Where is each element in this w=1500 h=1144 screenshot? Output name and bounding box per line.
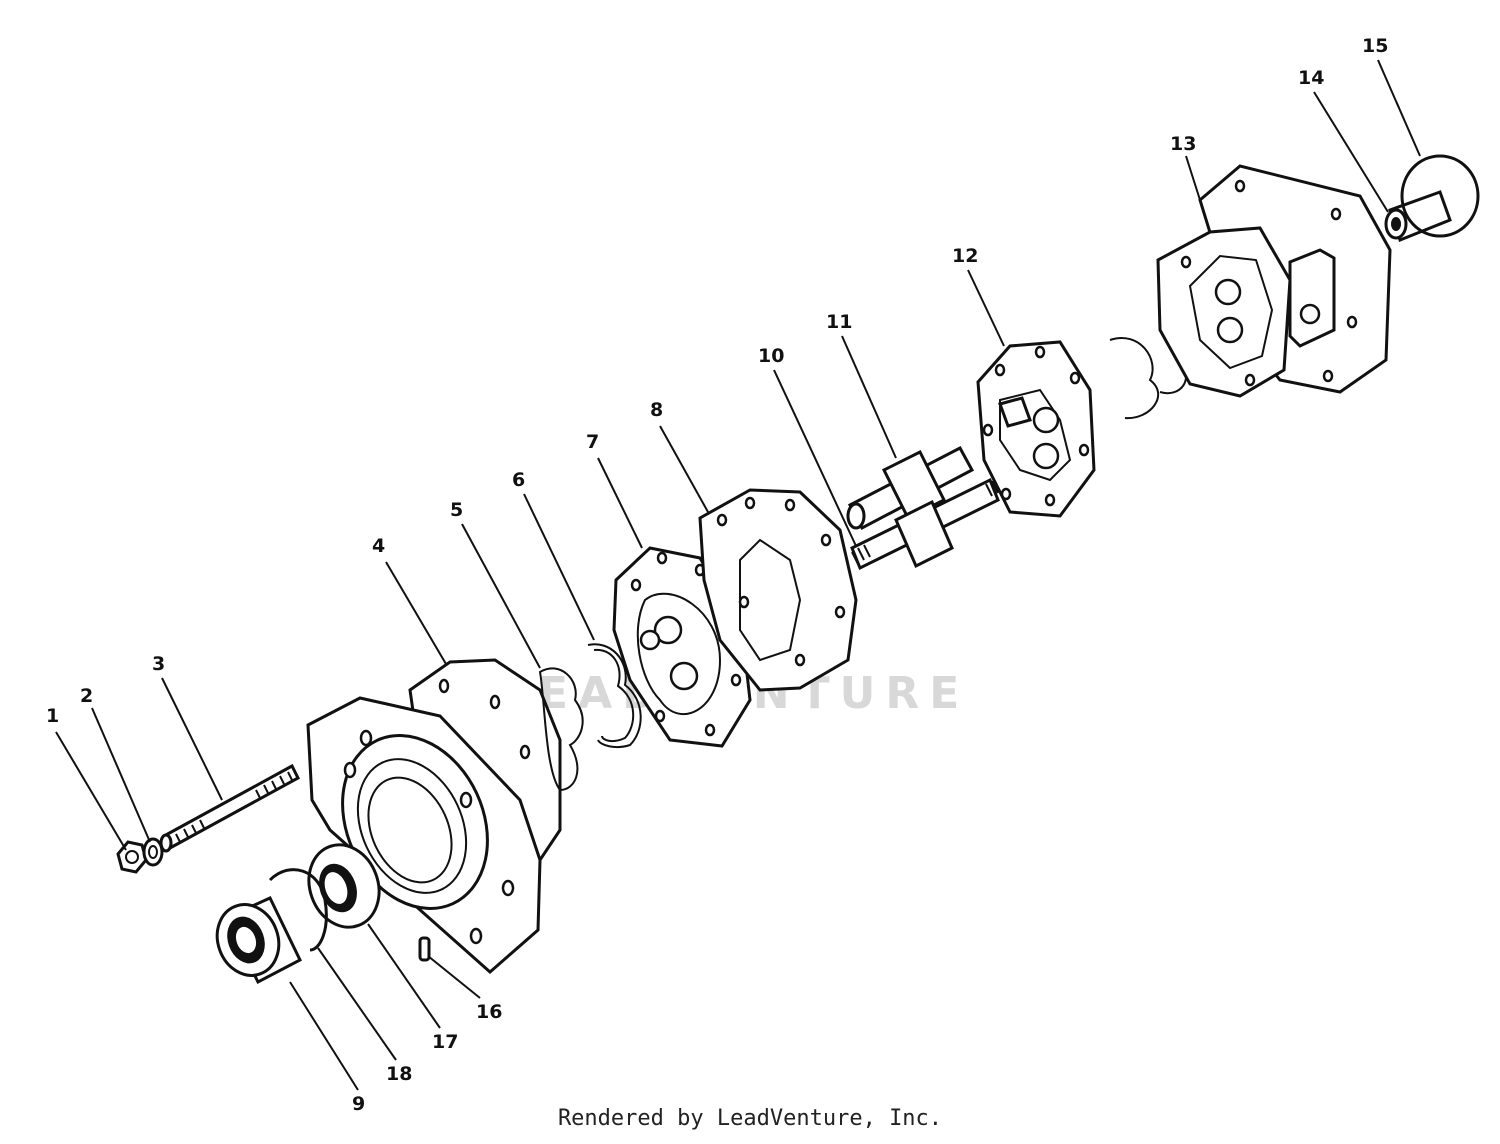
footer-credit: Rendered by LeadVenture, Inc.: [557, 1106, 943, 1131]
callout-12[interactable]: 12: [952, 245, 978, 267]
callout-10[interactable]: 10: [758, 345, 784, 367]
callout-14[interactable]: 14: [1298, 67, 1324, 89]
callout-17[interactable]: 17: [432, 1031, 458, 1053]
part-2-washer[interactable]: [142, 837, 164, 867]
part-16-dowel-pin[interactable]: [418, 936, 431, 962]
callout-18[interactable]: 18: [386, 1063, 412, 1085]
callout-8[interactable]: 8: [650, 399, 663, 421]
part-11-idler-gear-shaft[interactable]: [846, 445, 975, 569]
part-15-o-ring[interactable]: [1400, 154, 1480, 238]
part-1-nut[interactable]: [116, 840, 148, 874]
callout-13[interactable]: 13: [1170, 133, 1196, 155]
part-14-bushing[interactable]: [1384, 190, 1452, 242]
callout-9[interactable]: 9: [352, 1093, 365, 1115]
part-18-retaining-ring[interactable]: [268, 868, 328, 952]
leader-lines: [55, 59, 1421, 1091]
callout-15[interactable]: 15: [1362, 35, 1388, 57]
part-8-gear-body[interactable]: [698, 488, 858, 692]
callout-1[interactable]: 1: [46, 705, 59, 727]
callout-11[interactable]: 11: [826, 311, 852, 333]
callout-3[interactable]: 3: [152, 653, 165, 675]
callout-5[interactable]: 5: [450, 499, 463, 521]
callout-6[interactable]: 6: [512, 469, 525, 491]
callout-2[interactable]: 2: [80, 685, 93, 707]
part-6-seal-ring[interactable]: [587, 643, 642, 749]
callout-4[interactable]: 4: [372, 535, 385, 557]
part-12-rear-wear-plate[interactable]: [976, 340, 1096, 518]
part-13-rear-housing[interactable]: [1156, 164, 1392, 398]
part-9-seal-cup[interactable]: [207, 896, 302, 985]
part-5-seal[interactable]: [538, 667, 584, 792]
callout-7[interactable]: 7: [586, 431, 599, 453]
callout-labels: 1 2 3 4 5 6 7 8 10 11 12 13 14 15 16 17 …: [46, 35, 1388, 1115]
part-3-stud[interactable]: [159, 763, 300, 853]
callout-16[interactable]: 16: [476, 1001, 502, 1023]
part-4-flange-housing[interactable]: [306, 658, 562, 974]
